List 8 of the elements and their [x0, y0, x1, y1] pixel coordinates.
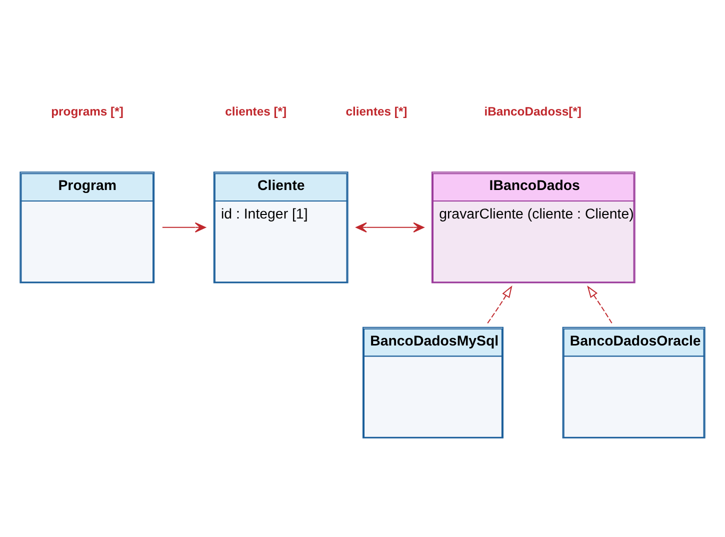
- arrow: [162, 222, 206, 232]
- arrow: [487, 285, 512, 324]
- label: clientes [*]: [346, 104, 408, 118]
- arrow: [356, 222, 424, 232]
- label: programs [*]: [51, 104, 124, 118]
- label: clientes [*]: [225, 104, 287, 118]
- arrow: [587, 286, 612, 324]
- label: iBancoDadoss[*]: [484, 104, 582, 118]
